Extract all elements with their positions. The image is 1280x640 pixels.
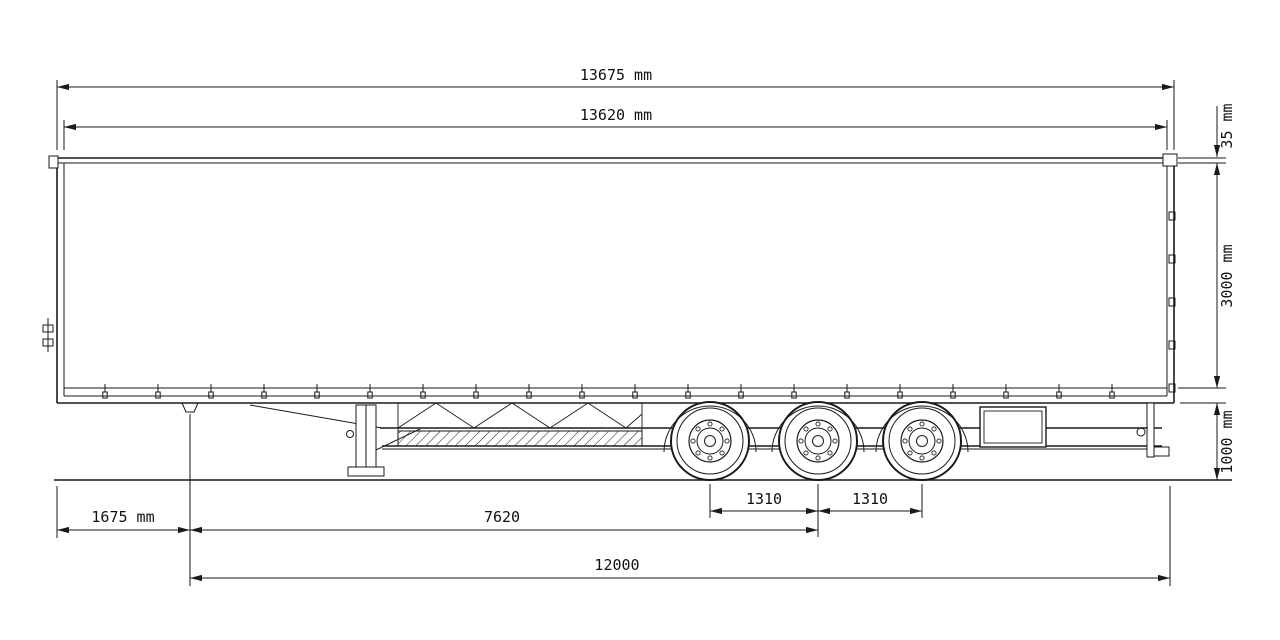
landing-gear-crank (346, 430, 354, 438)
front-top-corner-cap (48, 155, 59, 169)
dim-roof-rail: 35 mm (1178, 103, 1236, 164)
dimensions: 13675 mm 13620 mm 35 mm 3000 mm 1000 mm (56, 66, 1236, 586)
side-truss (397, 402, 643, 431)
dim-kingpin-to-bogie: 7620 (190, 508, 818, 534)
mudguard-axle-2 (771, 405, 865, 453)
landing-gear (346, 404, 421, 477)
dim-front-overhang: 1675 mm (56, 414, 191, 586)
dim-floor-height: 1000 mm (1180, 402, 1236, 480)
rear-underrun-bumper (1136, 402, 1170, 458)
door-hinge (1168, 340, 1176, 350)
dim-label-side-height: 3000 mm (1218, 244, 1236, 307)
dim-label-kingpin-to-rear: 12000 (594, 556, 639, 574)
wheel-axle-3 (882, 401, 962, 481)
toolbox (979, 406, 1047, 448)
rear-top-corner-cap (1162, 153, 1178, 167)
rear-door-hinges (1168, 211, 1176, 393)
dim-axle-spacing-2: 1310 (818, 484, 923, 518)
dim-label-kingpin-to-bogie: 7620 (484, 508, 520, 526)
dim-label-front-overhang: 1675 mm (91, 508, 154, 526)
landing-gear-foot (347, 466, 385, 477)
dim-label-floor-height: 1000 mm (1218, 410, 1236, 473)
wheels (670, 401, 962, 481)
dim-label-overall-length: 13675 mm (580, 66, 652, 84)
dim-kingpin-to-rear: 12000 (190, 486, 1171, 586)
front-latch (42, 318, 54, 352)
dim-label-axle-spacing-1: 1310 (746, 490, 782, 508)
toolbox-lid (983, 410, 1043, 444)
dim-axle-spacing-1: 1310 (709, 484, 819, 537)
dim-label-roof-rail: 35 mm (1218, 103, 1236, 148)
door-hinge (1168, 297, 1176, 307)
mudguard-axle-3 (875, 405, 969, 453)
dim-body-length: 13620 mm (63, 106, 1168, 150)
wheel-axle-1 (670, 401, 750, 481)
catwalk-hatched-plate (397, 430, 643, 447)
landing-gear-brace (375, 428, 421, 451)
wheel-axle-2 (778, 401, 858, 481)
mudguard-axle-1 (663, 405, 757, 453)
door-hinge (1168, 383, 1176, 393)
dim-label-body-length: 13620 mm (580, 106, 652, 124)
trailer-body (42, 153, 1178, 404)
dim-side-height: 3000 mm (1178, 163, 1236, 389)
dim-label-axle-spacing-2: 1310 (852, 490, 888, 508)
rear-hook (1136, 427, 1146, 437)
dim-overall-length: 13675 mm (56, 66, 1175, 150)
door-hinge (1168, 254, 1176, 264)
mudguards (663, 405, 969, 453)
door-hinge (1168, 211, 1176, 221)
kingpin (181, 402, 199, 413)
